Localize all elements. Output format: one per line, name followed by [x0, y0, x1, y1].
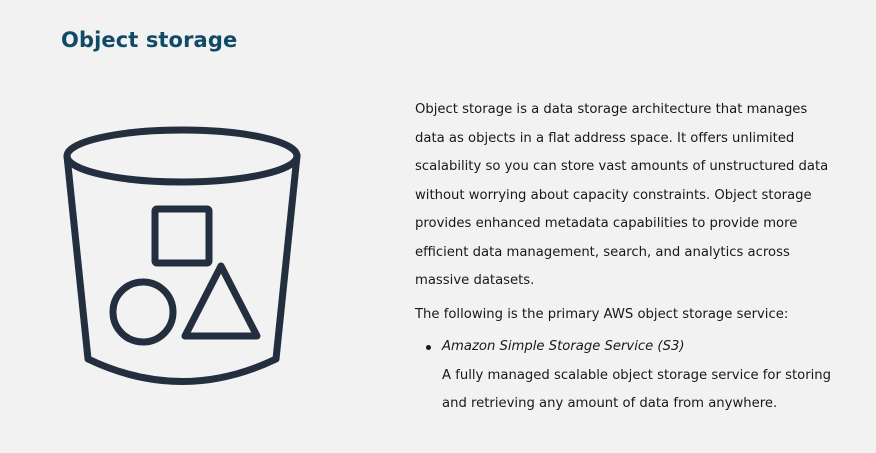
service-description: A fully managed scalable object storage …: [442, 367, 832, 412]
list-item: Amazon Simple Storage Service (S3) A ful…: [415, 333, 835, 419]
service-name: Amazon Simple Storage Service (S3): [442, 339, 685, 354]
bucket-rim: [63, 126, 301, 186]
bullet-icon: [426, 345, 431, 350]
bucket-body: [63, 152, 301, 385]
service-list: Amazon Simple Storage Service (S3) A ful…: [415, 333, 835, 419]
bucket-icon: [63, 126, 301, 385]
intro-paragraph: Object storage is a data storage archite…: [415, 102, 829, 288]
page-title: Object storage: [61, 28, 238, 52]
main-content: Object storage is a data storage archite…: [415, 96, 835, 419]
circle-shape-icon: [109, 278, 177, 346]
square-shape-icon: [151, 205, 213, 267]
service-intro-text: The following is the primary AWS object …: [415, 306, 789, 322]
triangle-shape-icon: [181, 262, 261, 340]
